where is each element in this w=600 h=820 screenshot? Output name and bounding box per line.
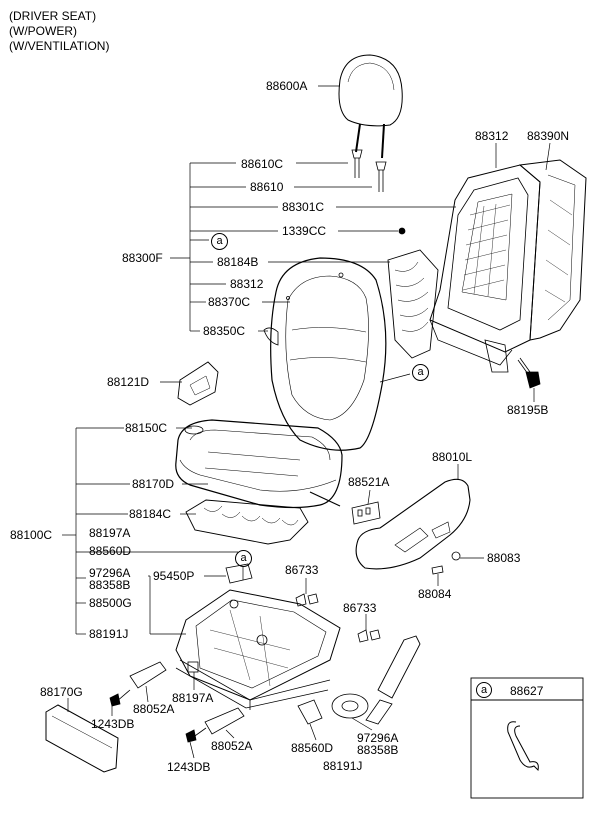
module-95450p-drawing [225,563,253,584]
callout-a-cushion: a [235,550,252,567]
part-label-88610c: 88610C [241,157,284,171]
part-label-88052a-a: 88052A [133,702,175,716]
screw-88195b-drawing [517,357,541,389]
part-label-1243db-a: 1243DB [91,717,135,731]
headrest-guide-drawing [351,149,387,192]
part-label-88197a: 88197A [89,526,131,540]
part-label-1339cc: 1339CC [282,224,327,238]
part-label-88358b-b: 88358B [357,743,399,757]
part-label-88083: 88083 [487,551,521,565]
seat-back-cover-drawing [263,257,387,451]
seat-cushion-drawing [175,419,343,509]
part-label-88150c: 88150C [125,421,168,435]
part-label-88191j-b: 88191J [323,759,363,773]
part-label-86733-a: 86733 [285,563,319,577]
part-label-95450p: 95450P [153,569,195,583]
switch-88521a-drawing [351,501,381,525]
cushion-heater-mat-drawing [185,491,341,545]
part-label-88121d: 88121D [107,375,150,389]
part-label-88312-top: 88312 [475,129,509,143]
part-label-88300f: 88300F [122,251,163,265]
bolts-1243db-drawing [109,689,207,743]
recliner-parts-drawing [331,635,421,725]
lever-88560d-drawing [297,699,323,725]
seat-track-frame-drawing [175,589,341,710]
part-label-1243db-b: 1243DB [167,760,211,774]
front-cover-88170g-drawing [45,704,119,773]
part-label-88600a: 88600A [266,79,308,93]
part-label-88010l: 88010L [432,450,473,464]
seat-back-panel-drawing [518,159,587,341]
part-88197a-drawing [187,661,199,673]
part-label-88170g: 88170G [40,685,83,699]
part-label-88390n: 88390N [527,129,570,143]
legend-callout-a: a [476,682,492,698]
header-line-2: (W/POWER) [9,24,77,38]
part-label-88610: 88610 [250,180,284,194]
seat-back-frame-drawing [429,164,541,373]
header-line-1: (DRIVER SEAT) [9,9,97,23]
part-label-88052a-b: 88052A [211,739,253,753]
part-label-88301c: 88301C [282,200,325,214]
legend-box-frame [470,677,584,799]
part-label-88560d: 88560D [89,544,132,558]
part-label-88184b: 88184B [217,255,259,269]
part-label-97296a-b: 97296A [357,731,399,745]
part-label-88521a: 88521A [348,475,390,489]
part-label-88191j: 88191J [89,627,129,641]
headrest-drawing [338,54,403,159]
side-shield-88010l-drawing [355,478,471,575]
part-label-88195b: 88195B [507,403,549,417]
part-label-88312: 88312 [230,277,264,291]
part-label-88350c: 88350C [203,324,246,338]
callout-a-side: a [412,364,429,381]
part-label-88197a-b: 88197A [172,691,214,705]
part-label-88500g: 88500G [89,596,132,610]
bolt-1339cc-drawing [398,227,406,235]
legend-part-88627: 88627 [510,684,544,698]
bracket-88052a-drawing [129,661,245,735]
part-label-88084: 88084 [418,587,452,601]
part-label-97296a: 97296A [89,566,131,580]
callout-a-back: a [211,233,228,250]
side-trim-88121d-drawing [177,361,219,406]
part-label-88560d-b: 88560D [291,741,334,755]
part-label-88358b: 88358B [89,578,131,592]
part-label-86733-b: 86733 [343,601,377,615]
part-label-88370c: 88370C [208,295,251,309]
part-label-88184c: 88184C [129,507,172,521]
back-heater-mat-drawing [387,249,439,359]
part-label-88100c: 88100C [10,528,53,542]
leader-lines [62,85,551,759]
part-label-88170d: 88170D [132,477,175,491]
header-line-3: (W/VENTILATION) [9,39,110,53]
clip-88627-drawing [507,721,539,772]
